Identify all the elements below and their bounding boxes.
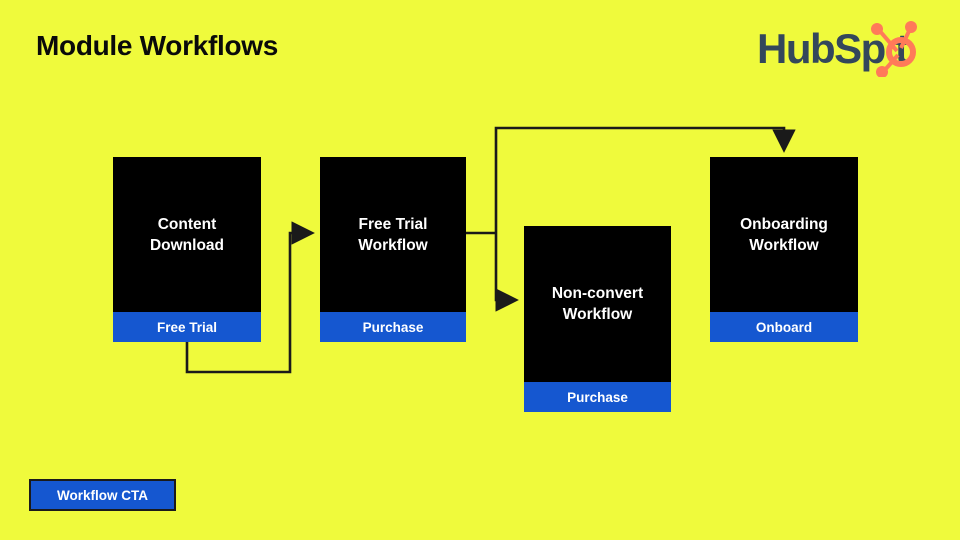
- node-label: Onboarding Workflow: [740, 215, 828, 254]
- connector-freetrial-to-nonconvert: [494, 233, 519, 312]
- legend-workflow-cta: Workflow CTA: [29, 479, 176, 511]
- node-cta-button[interactable]: Onboard: [710, 312, 858, 342]
- hubspot-sprocket-icon: [871, 21, 917, 77]
- node-cta-button[interactable]: Purchase: [320, 312, 466, 342]
- hubspot-logo: HubSp t: [757, 21, 937, 77]
- workflow-node-non-convert[interactable]: Non-convert Workflow Purchase: [524, 226, 671, 412]
- node-cta-button[interactable]: Free Trial: [113, 312, 261, 342]
- workflow-node-onboarding[interactable]: Onboarding Workflow Onboard: [710, 157, 858, 342]
- workflow-node-content-download[interactable]: Content Download Free Trial: [113, 157, 261, 342]
- page-title: Module Workflows: [36, 30, 279, 61]
- workflow-node-free-trial[interactable]: Free Trial Workflow Purchase: [320, 157, 466, 342]
- node-label: Non-convert Workflow: [551, 285, 644, 323]
- node-cta-button[interactable]: Purchase: [524, 382, 671, 412]
- node-label: Content Download: [149, 215, 225, 254]
- node-label: Free Trial Workflow: [358, 215, 428, 254]
